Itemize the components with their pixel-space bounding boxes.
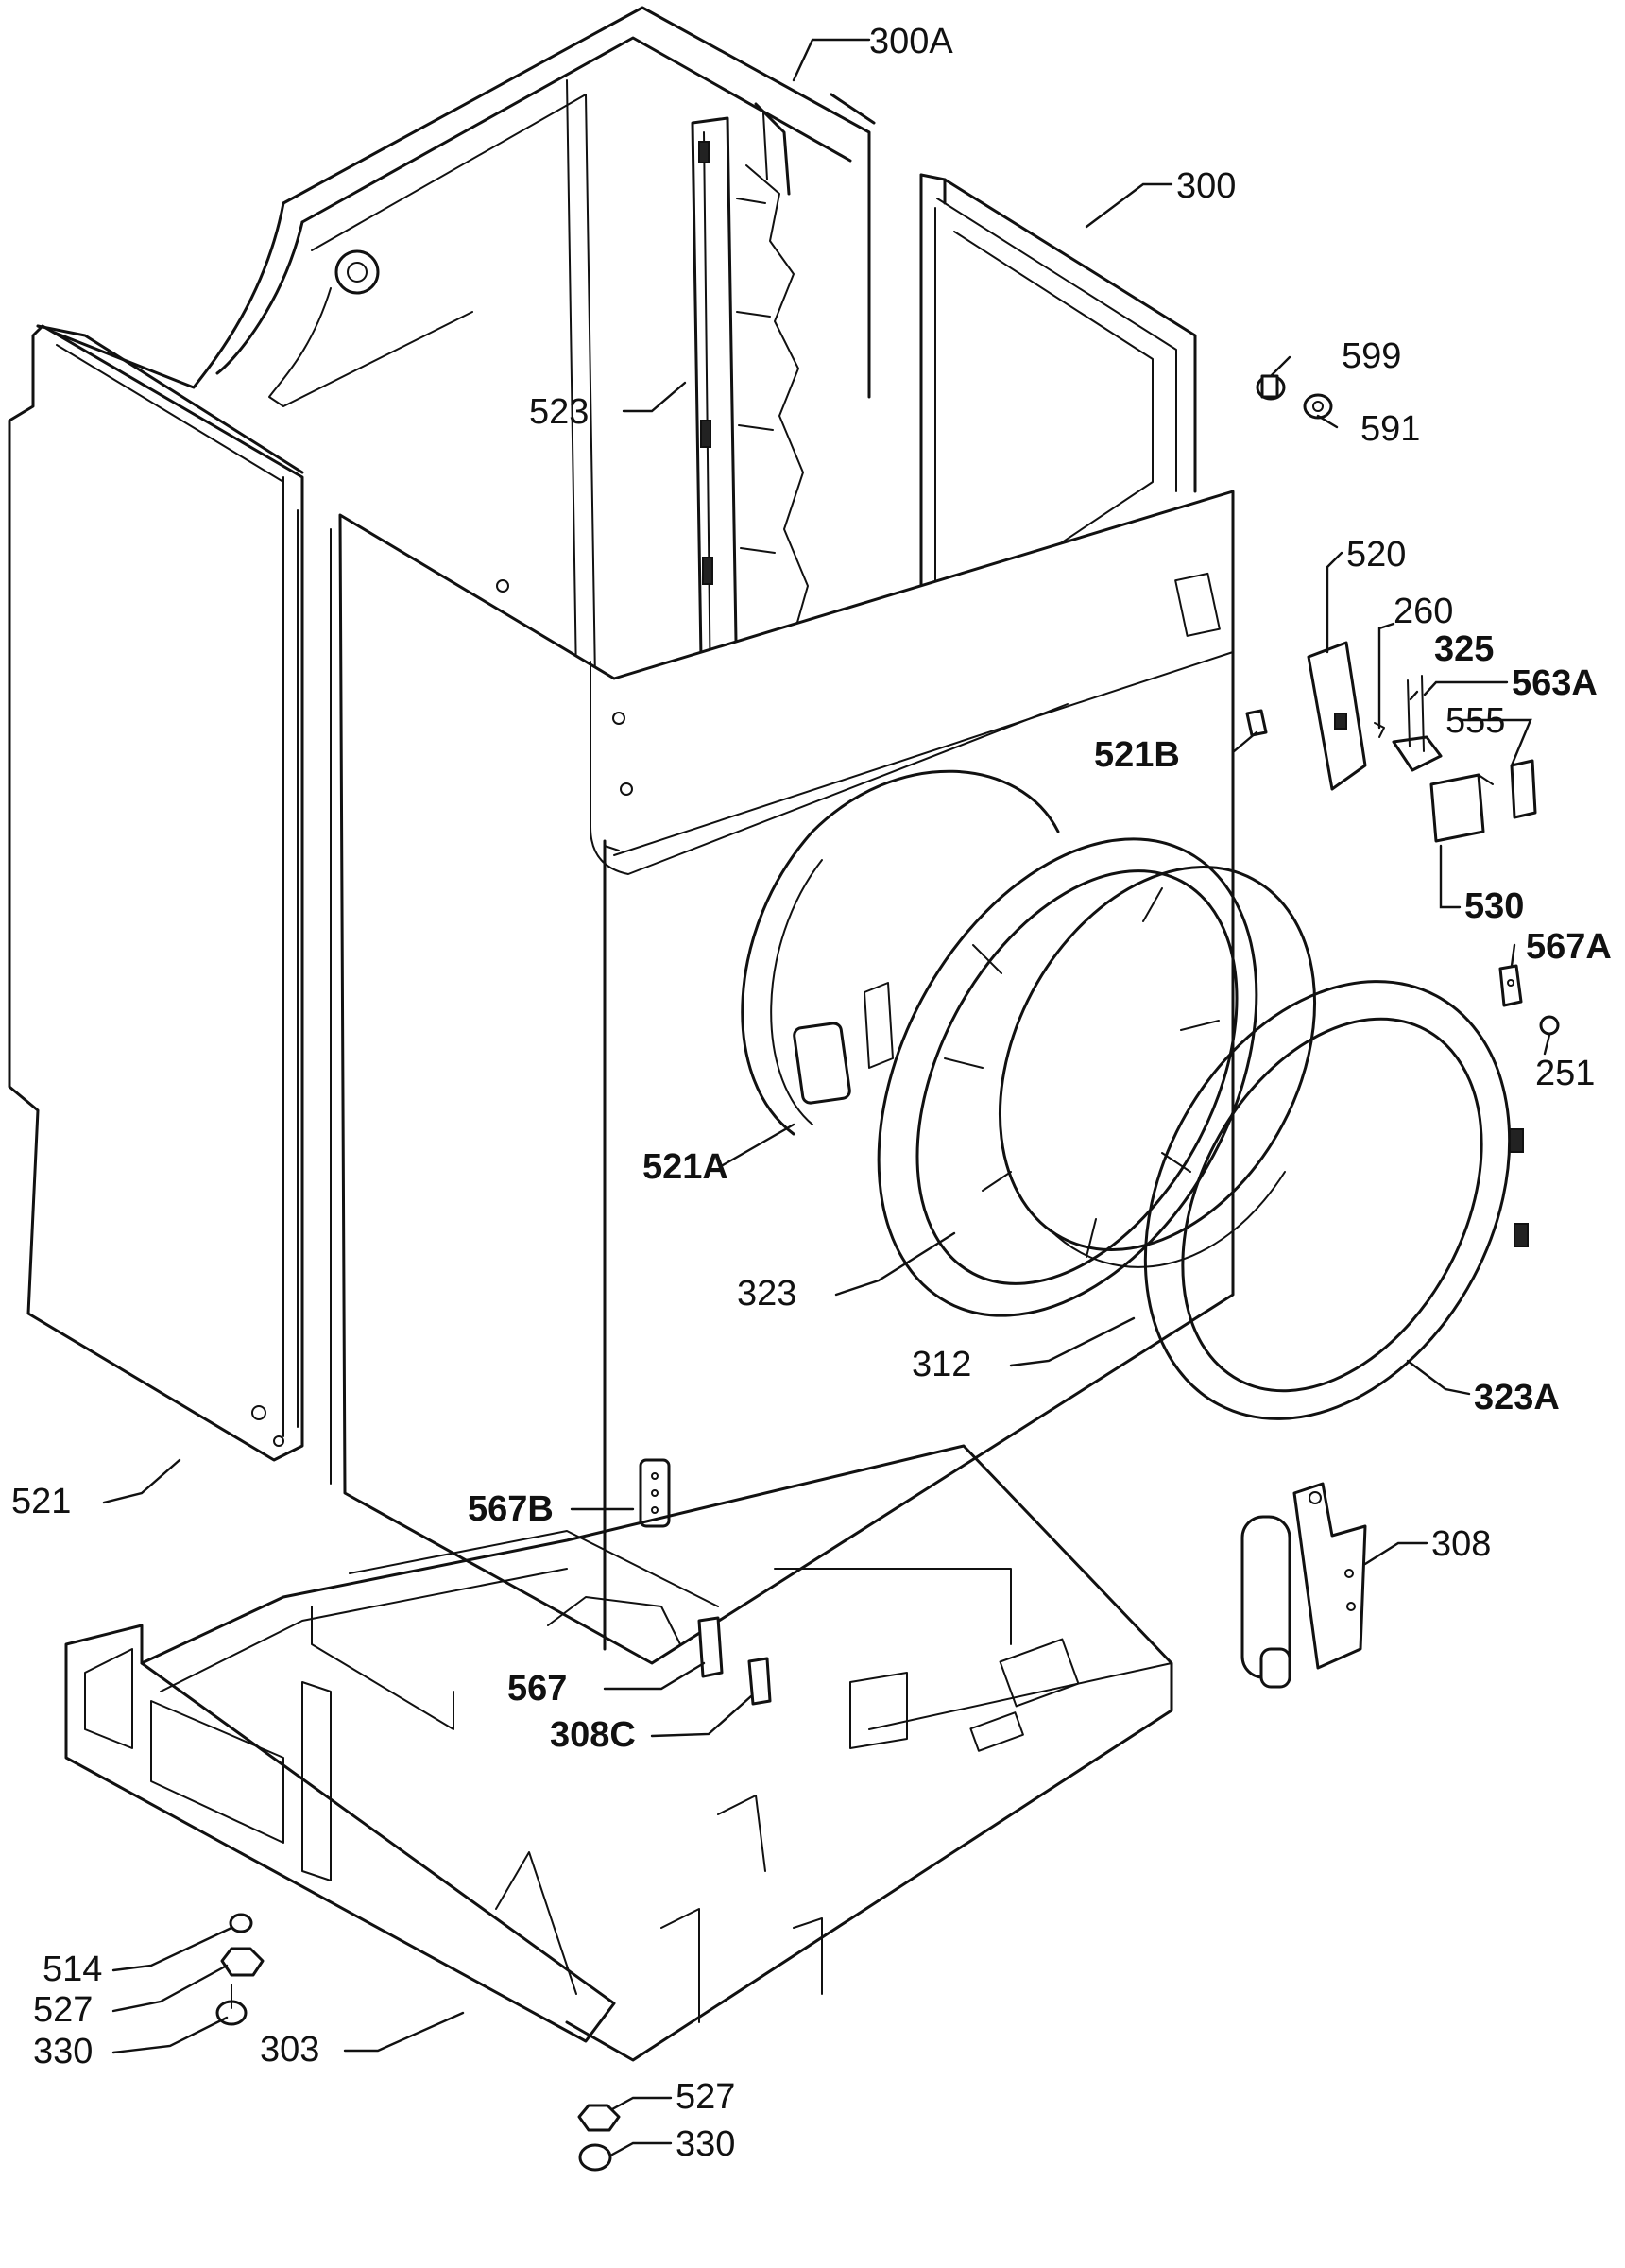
callout-563a: 563A	[1512, 663, 1598, 703]
door-hinge-308	[1240, 1482, 1367, 1689]
callout-521b: 521B	[1094, 735, 1180, 775]
callout-323a: 323A	[1474, 1378, 1560, 1418]
callout-521a: 521A	[642, 1147, 728, 1187]
leader-lines	[102, 38, 1551, 2156]
callout-567: 567	[507, 1669, 568, 1709]
callout-330-right: 330	[676, 2124, 736, 2164]
callout-555: 555	[1445, 701, 1506, 741]
foot-right-assembly	[577, 2104, 621, 2172]
inner-ring-323	[877, 837, 1258, 1317]
callout-323: 323	[737, 1274, 797, 1314]
callout-527-right: 527	[676, 2077, 736, 2117]
left-side-panel	[8, 324, 304, 1462]
callout-599: 599	[1342, 336, 1402, 376]
callout-308c: 308C	[550, 1715, 636, 1755]
foot-left-assembly	[215, 1913, 265, 2026]
door-seal-521a	[741, 769, 1060, 1136]
callout-300a: 300A	[869, 22, 953, 61]
base-frame-303	[64, 1444, 1173, 2062]
callout-300: 300	[1176, 166, 1237, 206]
callout-527-left: 527	[33, 1990, 94, 2030]
rear-frame-300a	[36, 6, 876, 681]
callout-251: 251	[1535, 1054, 1596, 1093]
callout-260: 260	[1394, 592, 1454, 631]
callout-514: 514	[43, 1950, 103, 1989]
callout-308: 308	[1431, 1524, 1492, 1564]
callout-330-left: 330	[33, 2032, 94, 2071]
small-hardware	[1245, 374, 1560, 1036]
door-ring-323a	[1143, 980, 1529, 1420]
callout-303: 303	[260, 2030, 320, 2070]
callout-521: 521	[11, 1482, 72, 1521]
callout-591: 591	[1360, 409, 1421, 449]
callout-567b: 567B	[468, 1489, 554, 1529]
callout-520: 520	[1346, 535, 1407, 575]
drum-lip-312	[998, 866, 1317, 1268]
door-lock-assembly	[1307, 641, 1537, 843]
callout-325: 325	[1434, 629, 1495, 669]
callout-523: 523	[529, 392, 590, 432]
callout-567a: 567A	[1526, 927, 1612, 967]
base-brackets	[697, 1616, 772, 1706]
callout-312: 312	[912, 1345, 972, 1384]
side-clip-567b	[639, 1458, 671, 1528]
callout-530: 530	[1464, 886, 1525, 926]
